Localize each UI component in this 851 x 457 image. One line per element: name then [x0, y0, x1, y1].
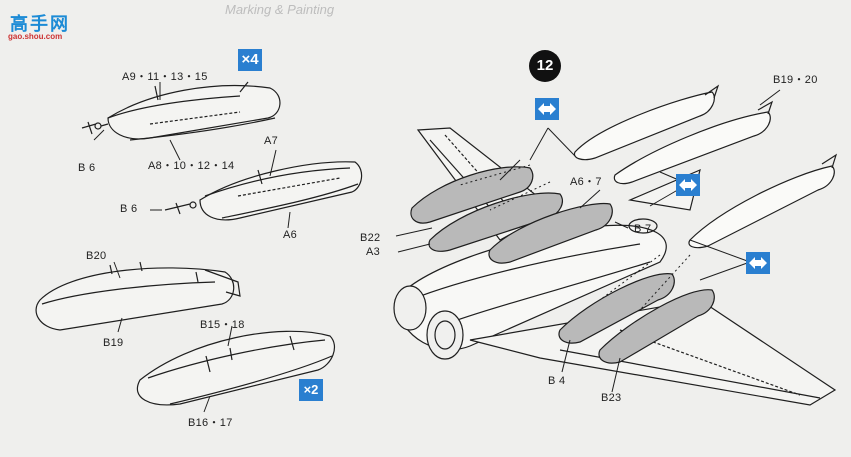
pylon-mid-part [164, 161, 363, 221]
label-b15: B15・18 [200, 319, 245, 331]
label-b16: B16・17 [188, 417, 233, 429]
pylon-top-part [81, 81, 281, 141]
drop-tank-b15-b16 [136, 330, 335, 406]
watermark-url: gao.shou.com [8, 32, 63, 41]
label-a7: A7 [264, 135, 279, 147]
label-b20: B20 [86, 250, 107, 262]
shaded-pylons [410, 166, 715, 364]
label-b4: B 4 [548, 375, 566, 387]
double-arrow-icon [746, 252, 770, 274]
watermark-title: 高手网 [10, 14, 70, 35]
label-a9: A9・11・13・15 [122, 71, 208, 83]
label-b6-mid: B 6 [120, 203, 138, 215]
double-arrow-icon [676, 174, 700, 196]
guide-lines [459, 164, 691, 311]
right-drop-tanks [573, 84, 838, 249]
label-a6: A6 [283, 229, 298, 241]
faint-heading: Marking & Painting [225, 2, 335, 17]
label-b19-20: B19・20 [773, 74, 818, 86]
label-b7: B 7 [634, 223, 652, 235]
times-two-badge: ×2 [299, 379, 323, 401]
label-a3: A3 [366, 246, 381, 258]
double-arrow-icon [535, 98, 559, 120]
label-b22: B22 [360, 232, 381, 244]
leader-lines [93, 82, 781, 413]
label-b6-top: B 6 [78, 162, 96, 174]
watermark-logo: 高手网 gao.shou.com [4, 4, 70, 41]
label-a8: A8・10・12・14 [148, 160, 235, 172]
times-four-badge: ×4 [238, 49, 262, 71]
drop-tank-b19-b20 [35, 261, 241, 331]
label-b19: B19 [103, 337, 124, 349]
label-b23: B23 [601, 392, 622, 404]
step-circle-icon: 12 [529, 50, 561, 82]
label-a6-7: A6・7 [570, 176, 602, 188]
